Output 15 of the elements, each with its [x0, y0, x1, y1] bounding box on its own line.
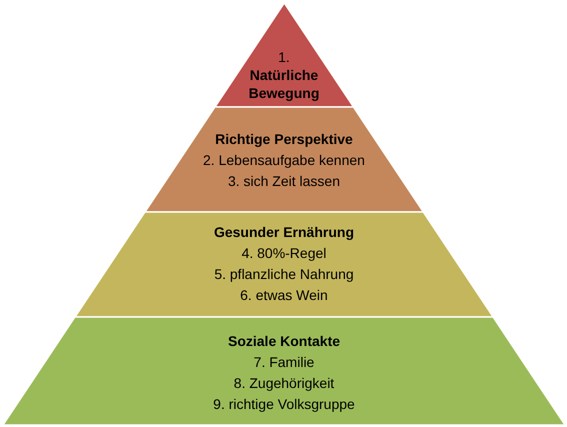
tier-item: 5. pflanzliche Nahrung: [213, 265, 355, 284]
tier-item: 2. Lebensaufgabe kennen: [202, 151, 366, 170]
tier-item: 4. 80%-Regel: [240, 244, 328, 263]
tier-heading: Gesunder Ernährung: [212, 223, 355, 242]
tier-item: 3. sich Zeit lassen: [226, 172, 342, 191]
tier-item: 7. Familie: [252, 353, 316, 372]
tier-item: 1. Natürliche Bewegung: [248, 48, 320, 102]
pyramid-tier: [3, 317, 565, 425]
pyramid-tier: [144, 107, 424, 212]
tier-item: 9. richtige Volksgruppe: [212, 395, 356, 414]
tier-heading: Richtige Perspektive: [214, 130, 354, 149]
tier-item: 6. etwas Wein: [239, 286, 329, 305]
pyramid-tier: [74, 212, 494, 317]
tier-item: 8. Zugehörigkeit: [232, 374, 336, 393]
tier-heading: Soziale Kontakte: [226, 332, 342, 351]
